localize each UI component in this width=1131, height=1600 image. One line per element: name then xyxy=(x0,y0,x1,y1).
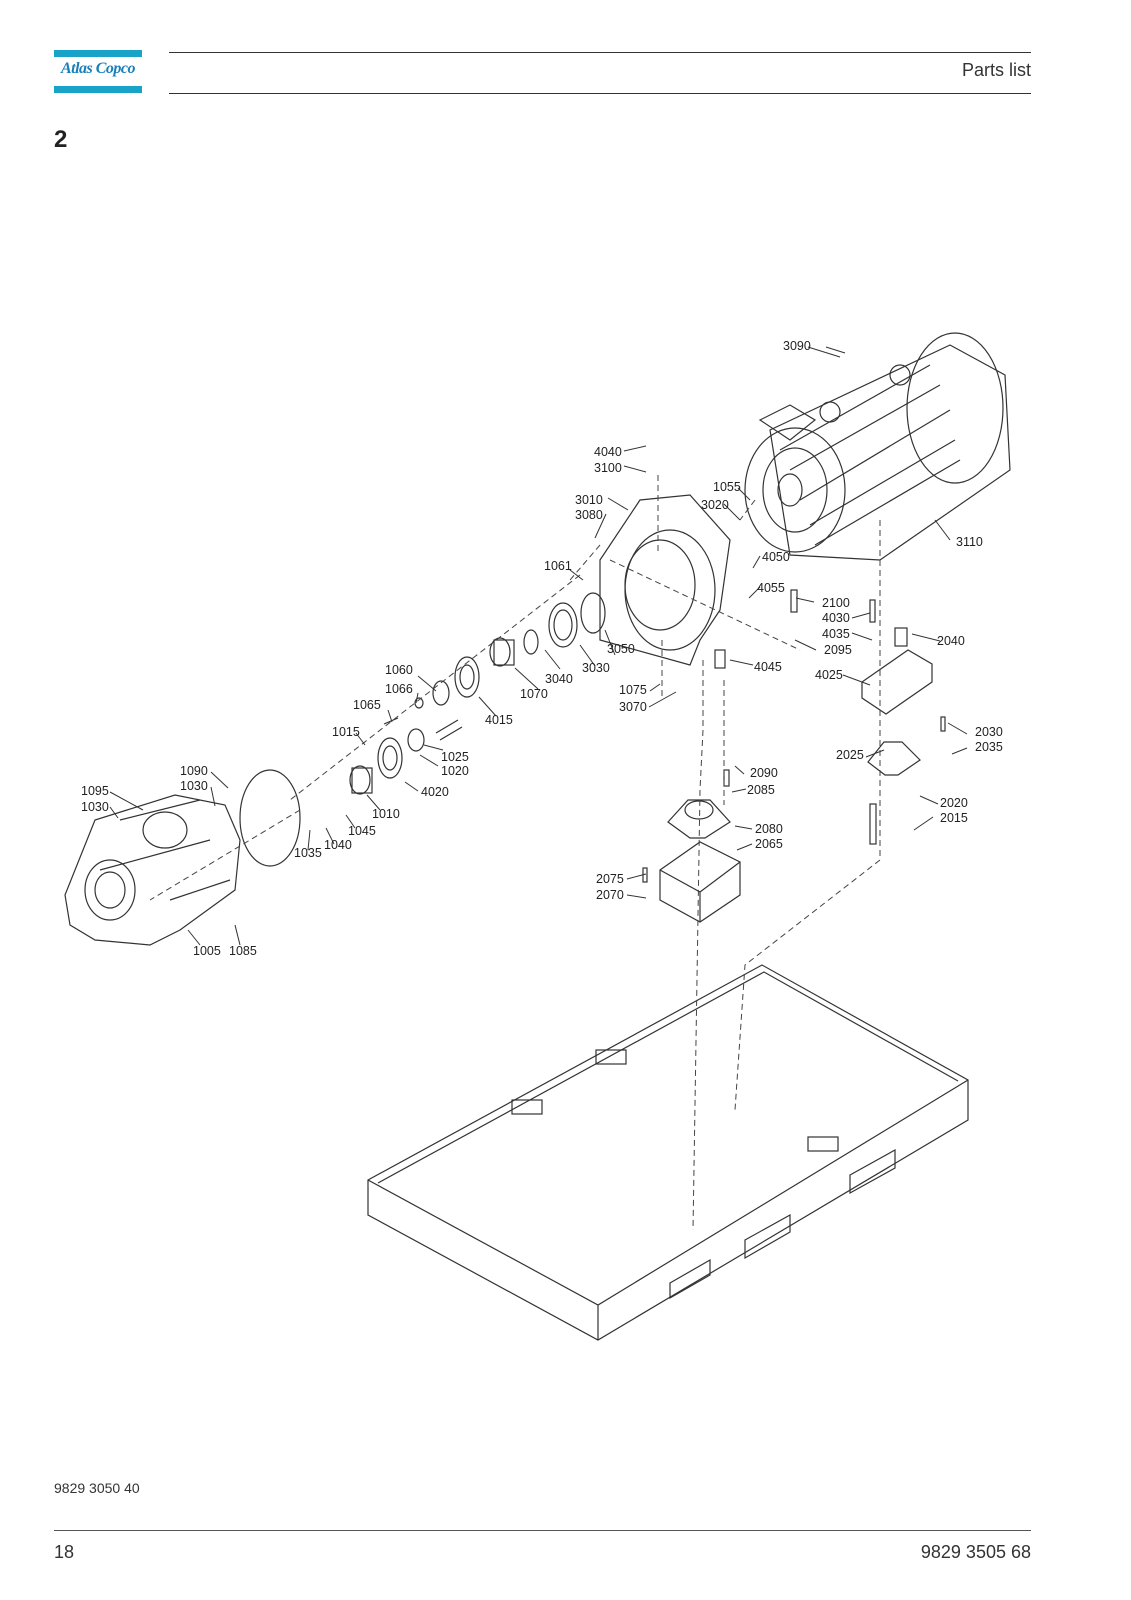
callout-1060: 1060 xyxy=(385,663,413,677)
callout-1005: 1005 xyxy=(193,944,221,958)
callout-2095: 2095 xyxy=(824,643,852,657)
callout-3030: 3030 xyxy=(582,661,610,675)
callout-2085: 2085 xyxy=(747,783,775,797)
callout-3090: 3090 xyxy=(783,339,811,353)
callout-2080: 2080 xyxy=(755,822,783,836)
assembly-lines xyxy=(149,475,881,1231)
logo-top-bar xyxy=(54,50,142,57)
callout-2075: 2075 xyxy=(596,872,624,886)
mounts-drawing xyxy=(642,589,946,923)
callout-1045: 1045 xyxy=(348,824,376,838)
compressor-element-drawing xyxy=(64,794,241,946)
callout-1035: 1035 xyxy=(294,846,322,860)
callout-1030-lower: 1030 xyxy=(81,800,109,814)
callout-3010: 3010 xyxy=(575,493,603,507)
page-number: 18 xyxy=(54,1542,75,1562)
callout-2015: 2015 xyxy=(940,811,968,825)
callout-2100: 2100 xyxy=(822,596,850,610)
header-bottom-rule xyxy=(169,93,1031,94)
callout-1055: 1055 xyxy=(713,480,741,494)
header-title: Parts list xyxy=(961,60,1031,80)
callout-4015: 4015 xyxy=(485,713,513,727)
callout-3080: 3080 xyxy=(575,508,603,522)
callout-2065: 2065 xyxy=(755,837,783,851)
callout-2090: 2090 xyxy=(750,766,778,780)
callout-2020: 2020 xyxy=(940,796,968,810)
section-number: 2 xyxy=(54,126,68,153)
callout-4040: 4040 xyxy=(594,445,622,459)
callout-1095: 1095 xyxy=(81,784,109,798)
gear-casing-drawing xyxy=(599,494,731,666)
callout-3020: 3020 xyxy=(701,498,729,512)
callout-1061: 1061 xyxy=(544,559,572,573)
document-code: 9829 3050 40 xyxy=(54,1480,140,1496)
callout-1015: 1015 xyxy=(332,725,360,739)
logo-text: Atlas Copco xyxy=(60,60,136,77)
callout-4055: 4055 xyxy=(757,581,785,595)
callout-4035: 4035 xyxy=(822,627,850,641)
callout-1040: 1040 xyxy=(324,838,352,852)
gear-components-drawing xyxy=(239,592,606,867)
callout-2025: 2025 xyxy=(836,748,864,762)
motor-drawing xyxy=(744,332,1011,561)
callout-3040: 3040 xyxy=(545,672,573,686)
callout-2070: 2070 xyxy=(596,888,624,902)
callout-1090: 1090 xyxy=(180,764,208,778)
callout-1030-upper: 1030 xyxy=(180,779,208,793)
callout-1085: 1085 xyxy=(229,944,257,958)
callout-2035: 2035 xyxy=(975,740,1003,754)
manual-number: 9829 3505 68 xyxy=(920,1542,1031,1562)
callout-3050: 3050 xyxy=(607,642,635,656)
callout-4025: 4025 xyxy=(815,668,843,682)
callout-1066: 1066 xyxy=(385,682,413,696)
callout-3070: 3070 xyxy=(619,700,647,714)
callout-2040: 2040 xyxy=(937,634,965,648)
callout-1070: 1070 xyxy=(520,687,548,701)
callout-labels: 3090 4040 3100 1055 3020 3010 3080 3110 … xyxy=(81,339,1003,958)
footer-rule xyxy=(54,1530,1031,1531)
logo-bottom-bar xyxy=(54,86,142,93)
callout-3100: 3100 xyxy=(594,461,622,475)
drawing-lines xyxy=(64,332,1011,1341)
atlas-copco-logo: Atlas Copco xyxy=(54,50,142,94)
callout-2030: 2030 xyxy=(975,725,1003,739)
leader-lines xyxy=(109,346,968,946)
callout-4030: 4030 xyxy=(822,611,850,625)
callout-1020: 1020 xyxy=(441,764,469,778)
callout-1010: 1010 xyxy=(372,807,400,821)
callout-4050: 4050 xyxy=(762,550,790,564)
callout-3110: 3110 xyxy=(956,535,983,549)
base-frame-drawing xyxy=(367,964,969,1341)
header-top-rule xyxy=(169,52,1031,53)
callout-4045: 4045 xyxy=(754,660,782,674)
callout-1065: 1065 xyxy=(353,698,381,712)
callout-1075: 1075 xyxy=(619,683,647,697)
callout-4020: 4020 xyxy=(421,785,449,799)
callout-1025: 1025 xyxy=(441,750,469,764)
